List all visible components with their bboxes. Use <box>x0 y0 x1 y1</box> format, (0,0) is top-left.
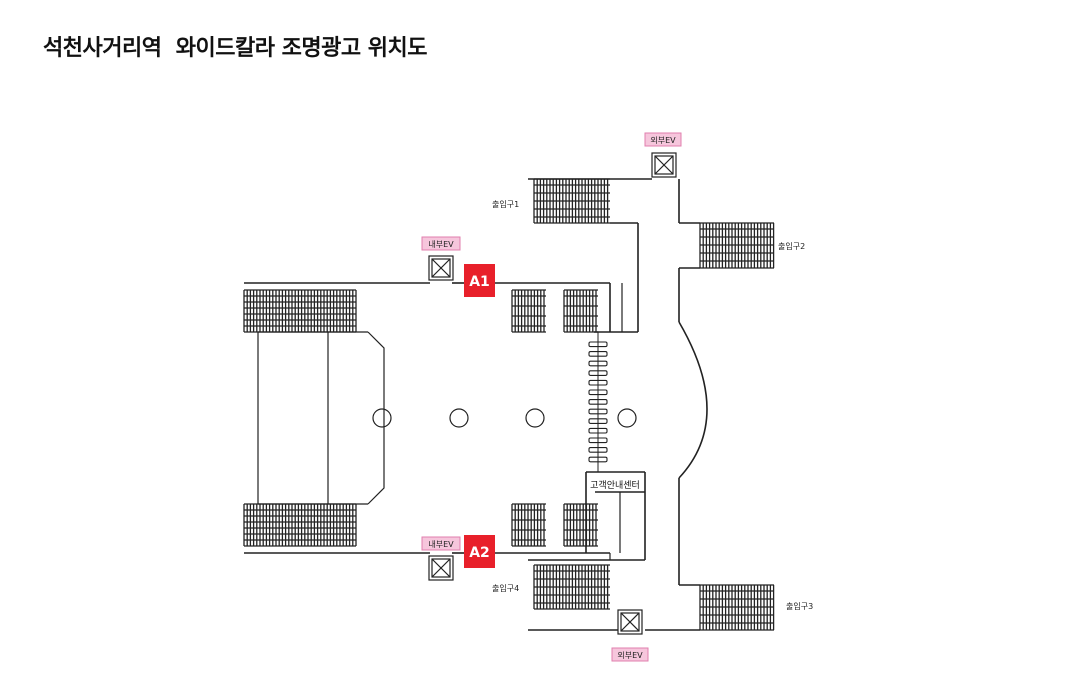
elevator-internal-top <box>428 255 454 281</box>
elevator-icon <box>428 555 454 581</box>
ev-tag-external-bottom: 외부EV <box>611 647 649 662</box>
exit-1-label: 출입구1 <box>492 199 519 209</box>
fare-gate <box>588 351 608 357</box>
ev-tag-internal-top: 내부EV <box>421 236 461 251</box>
fare-gate <box>588 447 608 453</box>
stairs-center-top-a <box>511 289 546 333</box>
ad-marker-a2[interactable]: A2 <box>464 535 495 568</box>
stairs-center-bottom-b-rail <box>564 509 598 541</box>
exit-3-label: 출입구3 <box>786 601 813 611</box>
column <box>617 408 637 428</box>
ev-tag-internal-bottom: 내부EV <box>421 536 461 551</box>
stairs-left-top-rail <box>244 295 356 327</box>
fare-gate <box>588 408 608 415</box>
stairs-exit-4-rail <box>534 570 610 604</box>
elevator-icon <box>617 609 643 635</box>
exit-2-label: 출입구2 <box>778 241 805 251</box>
elevator-external-bottom <box>617 609 643 635</box>
ad-marker-a1[interactable]: A1 <box>464 264 495 297</box>
fare-gate <box>588 370 608 376</box>
ev-tag-external-top: 외부EV <box>644 132 682 147</box>
stairs-exit-3-rail <box>700 590 774 624</box>
stairs-exit-1-rail <box>534 184 610 218</box>
elevator-icon <box>428 255 454 281</box>
stairs-left-bottom-rail <box>244 509 356 541</box>
ev-tag-label: 외부EV <box>650 135 676 145</box>
stairs-center-bottom-a-rail <box>512 509 546 541</box>
column <box>525 408 545 428</box>
ev-tag-label: 내부EV <box>428 540 454 549</box>
ad-marker-label: A1 <box>469 274 490 290</box>
ev-tag-label: 내부EV <box>428 240 454 249</box>
elevator-icon <box>651 152 677 178</box>
columns <box>372 408 637 428</box>
fare-gate <box>588 399 608 405</box>
stairs-center-bottom-b <box>563 503 598 547</box>
stairs-left-bottom <box>243 503 357 547</box>
stairs-exit-2-rail <box>700 228 774 262</box>
column <box>449 408 469 428</box>
stairs-center-top-a-rail <box>512 295 546 327</box>
customer-service-center: 고객안내센터 <box>590 480 640 491</box>
elevator-internal-bottom <box>428 555 454 581</box>
stairs-center-top-b-rail <box>564 295 598 327</box>
fare-gate <box>588 360 608 367</box>
fare-gate <box>588 427 608 434</box>
elevator-external-top <box>651 152 677 178</box>
fare-gates <box>588 332 608 472</box>
stairs-left-top <box>243 289 357 333</box>
fare-gate <box>588 456 608 463</box>
stairs-center-bottom-a <box>511 503 546 547</box>
fare-gate <box>588 418 608 424</box>
page-title: 석천사거리역 와이드칼라 조명광고 위치도 <box>43 36 427 61</box>
stairs-group <box>243 178 775 631</box>
fare-gate <box>588 341 608 348</box>
exit-4-label: 출입구4 <box>492 583 519 593</box>
service-center-label: 고객안내센터 <box>590 480 640 491</box>
ad-marker-label: A2 <box>469 545 490 561</box>
column <box>372 408 392 428</box>
fare-gate <box>588 389 608 396</box>
fare-gate <box>588 379 608 386</box>
ev-tag-label: 외부EV <box>617 650 643 660</box>
stairs-center-top-b <box>563 289 598 333</box>
fare-gate <box>588 437 608 444</box>
